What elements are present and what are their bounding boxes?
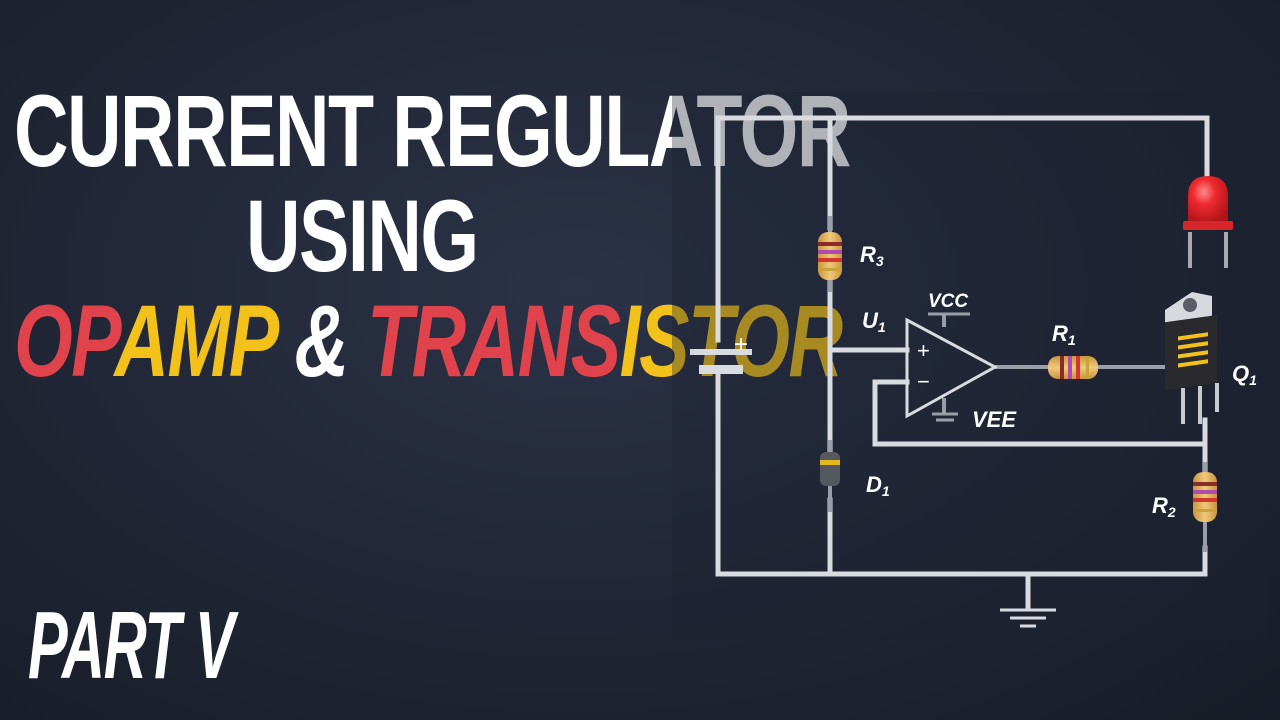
title-line-3: OPAMP & TRANSISTOR: [14, 290, 843, 392]
title-word-amp: AMP: [114, 284, 277, 398]
wires: [715, 115, 1210, 611]
label-d1: D1: [866, 472, 890, 499]
label-u1: U1: [862, 308, 886, 335]
label-r2: R2: [1152, 493, 1176, 520]
label-r1: R1: [1052, 321, 1076, 348]
opamp-plus-label: +: [917, 338, 930, 363]
circuit-diagram: + + −: [672, 92, 1268, 640]
resistor-r1: [1048, 356, 1098, 379]
ground-icon: [1000, 608, 1056, 628]
wire-feedback: [872, 379, 1208, 447]
title-word-trans: TRANS: [367, 284, 621, 398]
resistor-r2: [1193, 462, 1217, 552]
title-word-op: OP: [14, 284, 116, 398]
label-r3: R3: [860, 242, 884, 269]
wire-bottom-loop: [715, 369, 1208, 577]
title-line-1: CURRENT REGULATOR: [14, 74, 851, 188]
title-line-2: USING: [246, 179, 479, 293]
label-vcc: VCC: [928, 291, 968, 312]
led-icon: [1183, 176, 1233, 268]
wire-top-loop: [715, 115, 1210, 343]
title-word-istor: ISTOR: [619, 284, 843, 398]
battery-icon: [690, 349, 752, 374]
title-ampersand: &: [275, 284, 368, 398]
part-label: PART V: [28, 592, 235, 699]
label-q1: Q1: [1232, 361, 1257, 388]
diode-d1: [820, 440, 840, 512]
resistor-r3: [818, 216, 842, 292]
opamp-u1: [905, 312, 999, 422]
thin-wires: [942, 314, 1165, 413]
transistor-q1: [1165, 292, 1219, 424]
opamp-minus-label: −: [917, 369, 930, 394]
label-vee: VEE: [972, 407, 1017, 432]
battery-plus-label: +: [734, 331, 748, 358]
